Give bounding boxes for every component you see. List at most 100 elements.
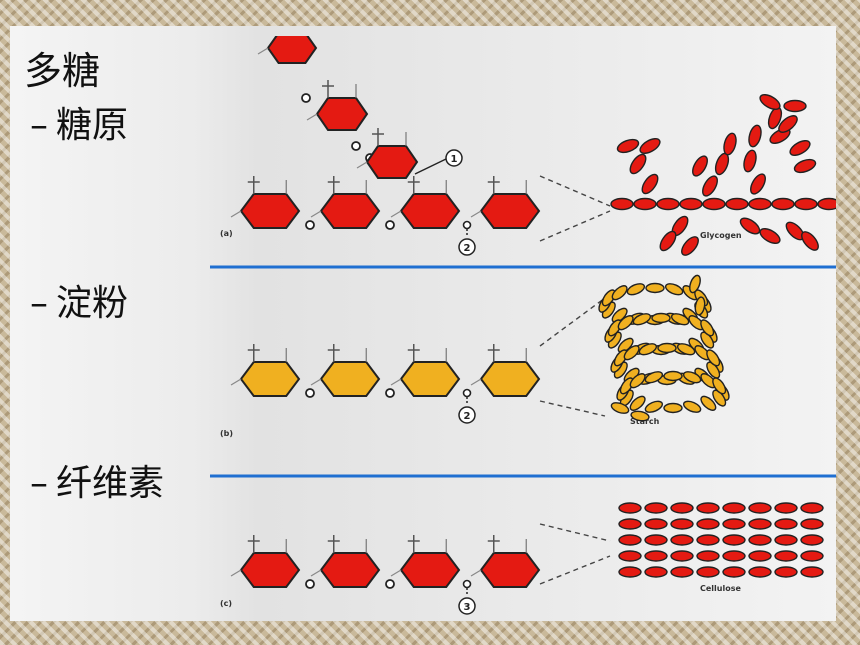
glycogen-glucose-unit (817, 197, 836, 211)
ring-bond (470, 210, 482, 218)
glycogen-sugar-ring (319, 193, 381, 229)
cellulose-zoom-line (539, 523, 611, 542)
cellulose-glucose-unit (748, 502, 772, 514)
glycogen-sugar-ring (479, 193, 541, 229)
cellulose-glucose-unit (618, 518, 642, 530)
item-dash: – (30, 463, 48, 504)
glycogen-glucose-unit (794, 197, 818, 211)
glycogen-branch-marker: 1 (451, 154, 458, 165)
cellulose-marker-circle (458, 597, 476, 615)
panel-b-letter: (b) (220, 429, 233, 438)
ring-bond (356, 161, 368, 169)
ring-bond (310, 569, 322, 577)
starch-glucose-unit (626, 283, 646, 296)
glycogen-zoom-line (539, 210, 611, 242)
cellulose-glucose-unit (644, 566, 668, 578)
item-dash: – (30, 283, 48, 324)
cellulose-glucose-unit (774, 518, 798, 530)
glycogen-glucose-unit (616, 138, 640, 154)
glycogen-glucose-unit (610, 197, 634, 211)
glycogen-marker-circle (458, 238, 476, 256)
starch-zoom-line (539, 297, 606, 347)
glycogen-glucose-unit (629, 153, 647, 175)
glycogen-pointer-line (414, 158, 447, 175)
glycogen-glucose-unit (656, 197, 680, 211)
starch-glucose-unit (623, 345, 640, 361)
cellulose-glucose-unit (722, 550, 746, 562)
glycogen-branch-ring (315, 97, 369, 131)
cellulose-glucose-unit (696, 550, 720, 562)
cellulose-glucose-unit (618, 550, 642, 562)
slide-title: 多糖 (24, 49, 101, 93)
glycogen-oxygen-link (462, 220, 472, 230)
starch-glucose-unit (663, 402, 683, 414)
starch-glucose-unit (689, 274, 701, 294)
glycogen-oxygen-link (305, 220, 315, 230)
glycogen-glucose-unit (801, 231, 819, 251)
ring-bond (390, 569, 402, 577)
starch-glucose-unit (651, 312, 671, 324)
glycogen-oxygen-link (351, 141, 361, 151)
item-cellulose: –纤维素 (30, 454, 164, 506)
cellulose-oxygen-link (462, 579, 472, 589)
starch-glucose-unit (700, 319, 715, 337)
cellulose-glucose-unit (644, 550, 668, 562)
glycogen-sugar-ring (239, 193, 301, 229)
cellulose-oxygen-link (385, 579, 395, 589)
cellulose-glucose-unit (696, 566, 720, 578)
glycogen-branch-marker-circle (445, 149, 463, 167)
ring-bond (390, 378, 402, 386)
glycogen-glucose-unit (759, 94, 781, 110)
starch-marker: 2 (464, 411, 471, 422)
glycogen-glucose-unit (702, 197, 726, 211)
starch-glucose-unit (619, 377, 634, 395)
starch-glucose-unit (617, 315, 634, 331)
starch-oxygen-link (305, 388, 315, 398)
glycogen-glucose-unit (723, 132, 737, 156)
glycogen-sugar-ring (399, 193, 461, 229)
cellulose-sugar-ring (479, 552, 541, 588)
ring-bond (310, 378, 322, 386)
glycogen-glucose-unit (748, 197, 772, 211)
starch-glucose-unit (657, 342, 677, 354)
starch-glucose-unit (712, 377, 727, 395)
cellulose-glucose-unit (670, 518, 694, 530)
ring-bond (306, 113, 318, 121)
cellulose-glucose-unit (774, 502, 798, 514)
glycogen-glucose-unit (714, 152, 730, 176)
panel-a-letter: (a) (220, 229, 233, 238)
glycogen-glucose-unit (681, 236, 699, 256)
starch-glucose-unit (613, 349, 628, 367)
cellulose-glucose-unit (800, 566, 824, 578)
cellulose-glucose-unit (800, 502, 824, 514)
glycogen-oxygen-link (301, 93, 311, 103)
cellulose-glucose-unit (670, 534, 694, 546)
cellulose-glucose-unit (800, 534, 824, 546)
starch-glucose-unit (706, 349, 721, 367)
cellulose-glucose-unit (670, 566, 694, 578)
cellulose-glucose-unit (774, 534, 798, 546)
starch-glucose-unit (601, 289, 616, 307)
cellulose-glucose-unit (774, 566, 798, 578)
starch-sugar-ring (479, 361, 541, 397)
glycogen-oxygen-link (385, 220, 395, 230)
starch-sugar-ring (239, 361, 301, 397)
cellulose-glucose-unit (618, 566, 642, 578)
starch-glucose-unit (632, 313, 652, 326)
glycogen-glucose-unit (659, 230, 677, 252)
starch-sugar-ring (319, 361, 381, 397)
glycogen-glucose-unit (679, 197, 703, 211)
ring-bond (470, 378, 482, 386)
glycogen-branch-ring (266, 36, 318, 64)
starch-glucose-unit (610, 402, 630, 414)
cellulose-glucose-unit (618, 502, 642, 514)
panel-a-caption: Glycogen (700, 231, 742, 240)
cellulose-sugar-ring (399, 552, 461, 588)
text-column: 多糖 –糖原 –淀粉 –纤维素 (10, 26, 210, 621)
starch-glucose-unit (694, 296, 706, 316)
cellulose-marker: 3 (464, 602, 471, 613)
item-label: 糖原 (56, 105, 129, 146)
glycogen-glucose-unit (725, 197, 749, 211)
starch-glucose-unit (611, 285, 628, 301)
glycogen-glucose-unit (778, 115, 798, 133)
